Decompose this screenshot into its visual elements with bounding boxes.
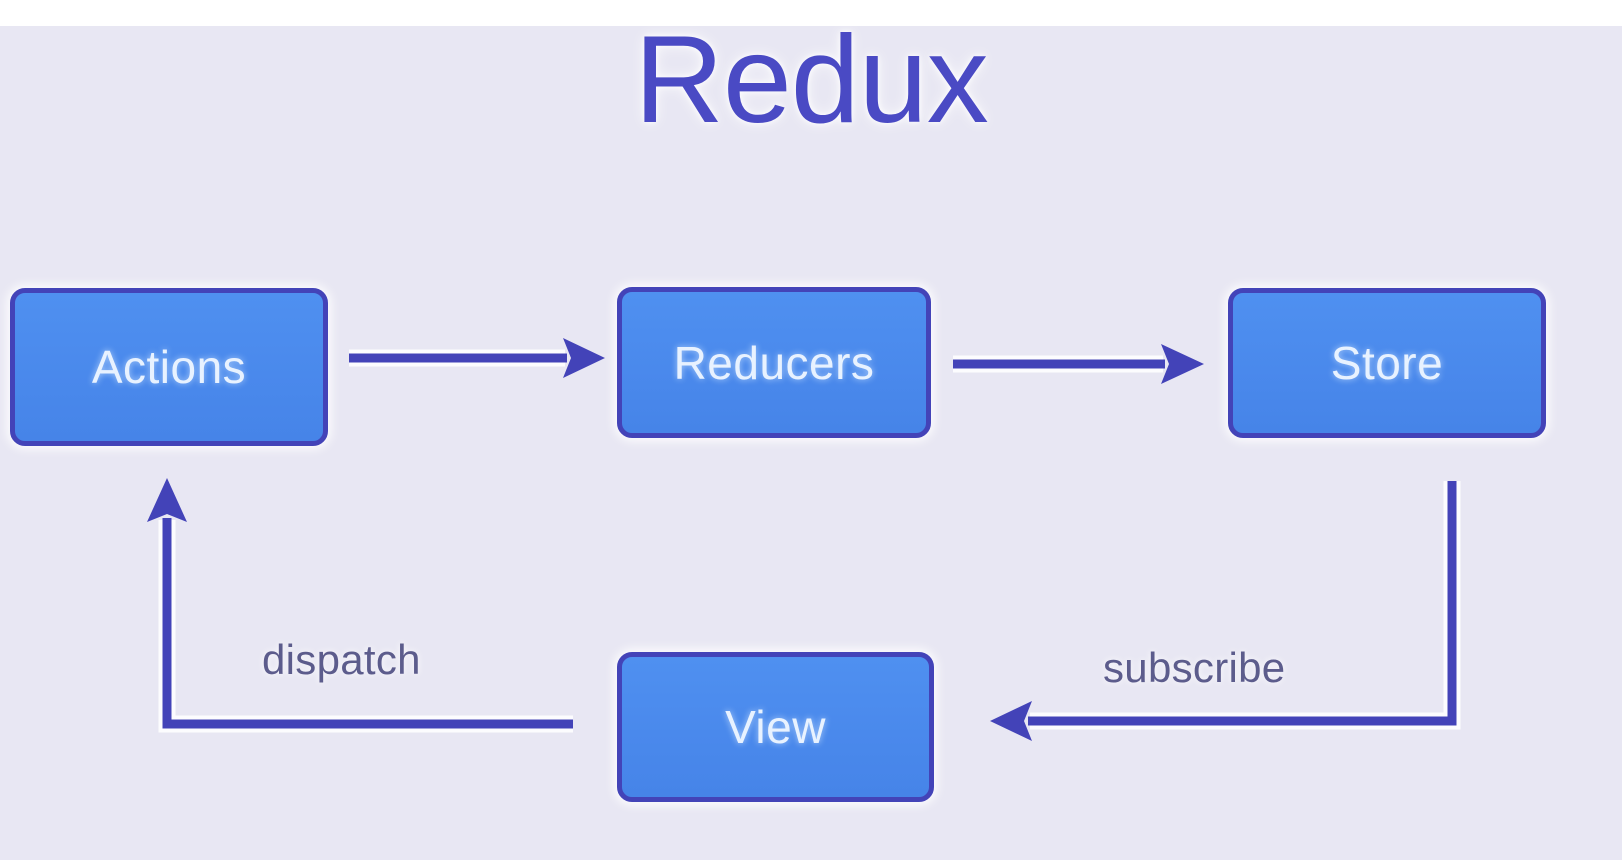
node-store[interactable]: Store (1228, 288, 1546, 438)
node-actions-label: Actions (91, 341, 247, 393)
node-reducers[interactable]: Reducers (617, 287, 931, 438)
node-actions[interactable]: Actions (10, 288, 328, 446)
node-view-label: View (725, 701, 826, 753)
node-view[interactable]: View (617, 652, 934, 802)
edge-label-dispatch: dispatch (262, 636, 421, 683)
page-title: Redux (634, 11, 988, 149)
node-reducers-label: Reducers (673, 336, 875, 389)
edge-label-subscribe: subscribe (1103, 644, 1286, 691)
node-store-label: Store (1330, 337, 1444, 389)
